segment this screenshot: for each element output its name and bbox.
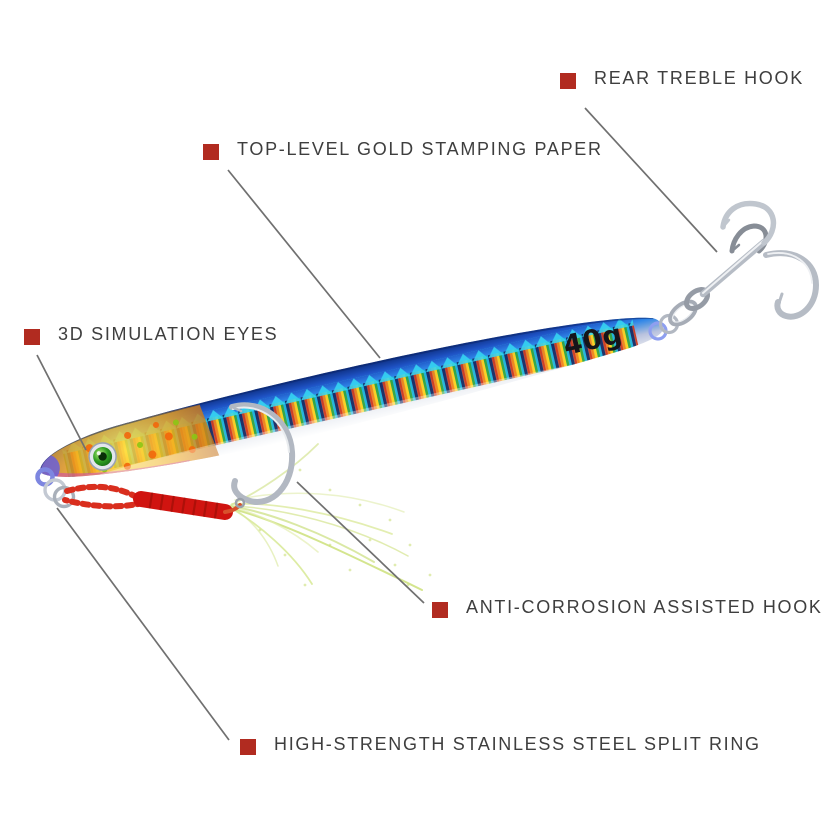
feather-tinsel <box>229 443 432 591</box>
callout-rear-treble-hook: REAR TREBLE HOOK <box>560 68 804 89</box>
bullet-square-icon <box>203 143 219 160</box>
callout-line-split-ring <box>56 507 230 741</box>
callout-simulation-eyes: 3D SIMULATION EYES <box>24 324 278 345</box>
callout-label: REAR TREBLE HOOK <box>594 68 804 88</box>
simulation-eye <box>88 442 117 471</box>
callout-assisted-hook: ANTI-CORROSION ASSISTED HOOK <box>432 597 823 618</box>
callout-line-rear-treble-hook <box>584 107 718 253</box>
snap-link <box>668 299 698 327</box>
callout-line-simulation-eyes <box>36 354 87 451</box>
callout-stainless-split-ring: HIGH-STRENGTH STAINLESS STEEL SPLIT RING <box>240 734 761 755</box>
front-split-ring-2 <box>52 485 76 509</box>
callout-label: TOP-LEVEL GOLD STAMPING PAPER <box>237 139 603 159</box>
bullet-square-icon <box>240 738 256 755</box>
assist-hook <box>229 402 296 509</box>
front-rigging <box>35 402 432 591</box>
assist-cord <box>62 483 143 510</box>
callout-label: HIGH-STRENGTH STAINLESS STEEL SPLIT RING <box>274 734 761 754</box>
callout-lines <box>36 107 718 741</box>
treble-hook <box>683 200 820 320</box>
bullet-square-icon <box>560 72 576 89</box>
cord-wrap <box>133 491 242 520</box>
callout-line-assisted-hook <box>296 481 425 604</box>
callout-gold-stamping-paper: TOP-LEVEL GOLD STAMPING PAPER <box>203 139 603 160</box>
bullet-square-icon <box>432 601 448 618</box>
callout-label: 3D SIMULATION EYES <box>58 324 279 344</box>
callout-line-gold-stamping <box>227 169 381 359</box>
rear-rigging <box>648 200 820 341</box>
head-speckles <box>85 419 198 473</box>
bullet-square-icon <box>24 328 40 345</box>
callout-label: ANTI-CORROSION ASSISTED HOOK <box>466 597 823 617</box>
